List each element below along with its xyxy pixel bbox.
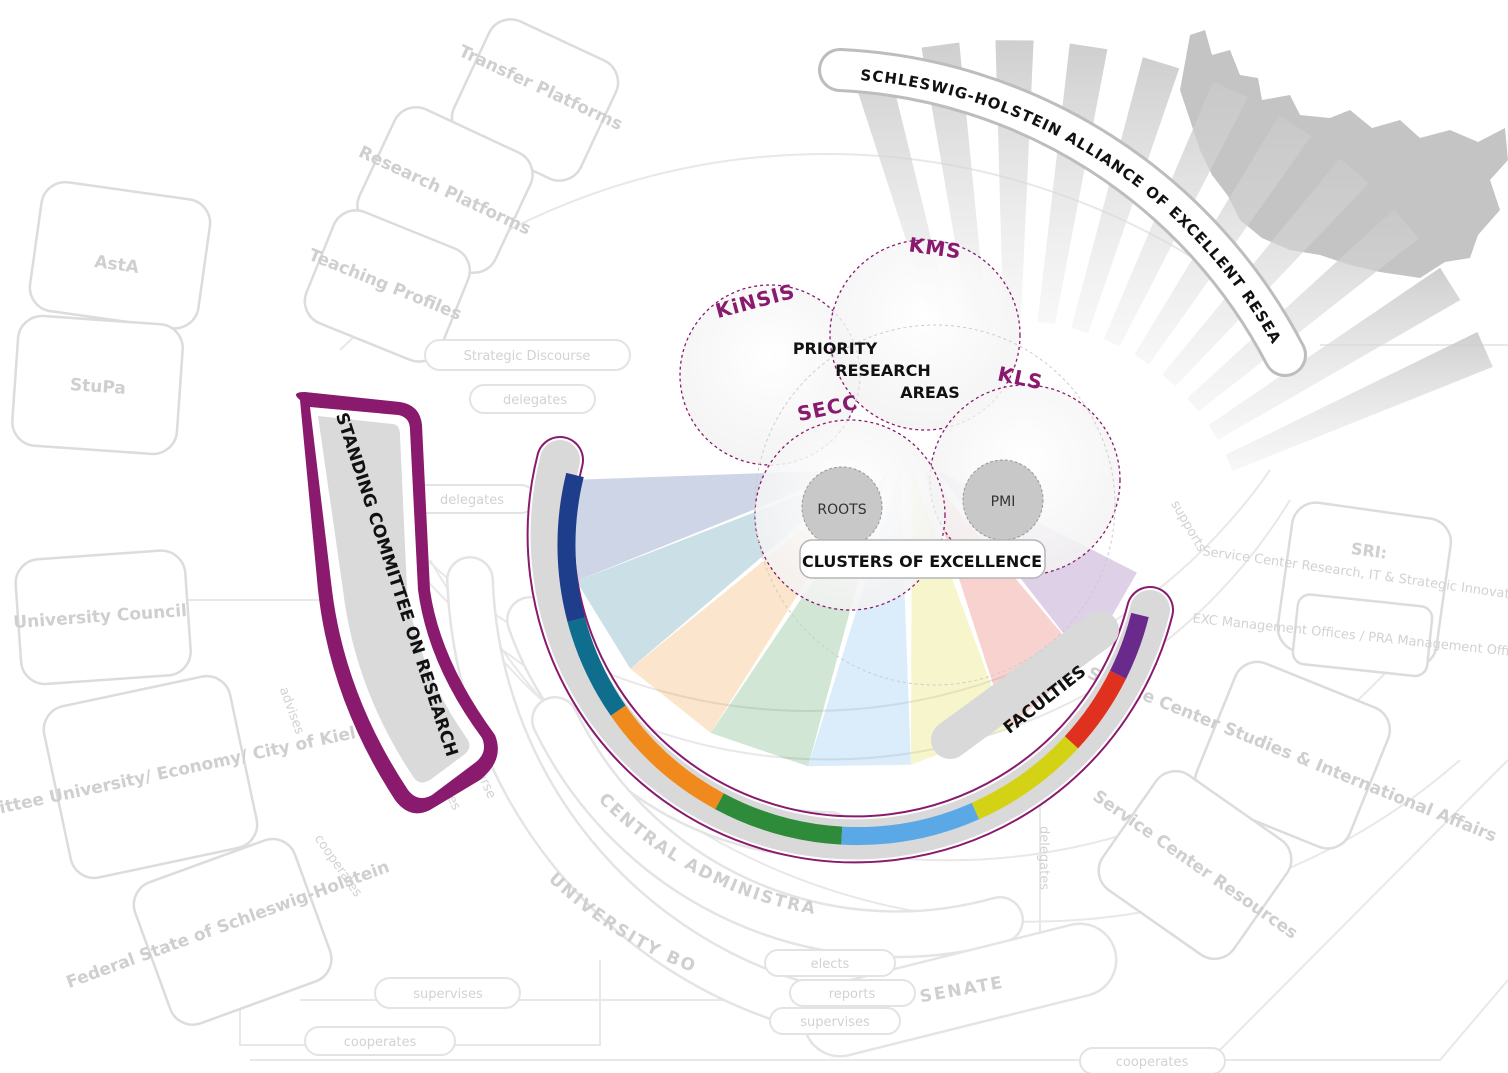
- delegates-mid-label: delegates: [440, 493, 504, 508]
- faculty-color-segments: [557, 472, 1149, 845]
- supervises-bottom-label: supervises: [800, 1015, 870, 1030]
- alliance-ray: [1162, 158, 1369, 387]
- alliance-ray: [1187, 209, 1419, 412]
- schleswig-holstein-map-icon: [1180, 30, 1508, 278]
- clusters-title-box[interactable]: [799, 539, 1046, 579]
- alliance-ray: [1225, 332, 1493, 471]
- cooperates-right-label: cooperates: [1116, 1055, 1189, 1070]
- stupa-label: StuPa: [69, 375, 126, 399]
- reports-label: reports: [829, 987, 876, 1002]
- alliance-ray: [1208, 267, 1461, 440]
- priority-line-1: PRIORITY: [793, 339, 878, 358]
- delegates-vertical-label: delegates: [1036, 826, 1051, 890]
- clusters-of-excellence: ROOTS PMI CLUSTERS OF EXCELLENCE: [799, 459, 1046, 579]
- supports-label: supports: [1167, 498, 1208, 555]
- kms-circle[interactable]: [829, 239, 1021, 431]
- faculty-segment[interactable]: [557, 472, 1149, 845]
- faculties-arc: FACULTIES: [526, 436, 1174, 864]
- teaching-profiles-box[interactable]: Teaching Profiles: [287, 199, 483, 371]
- advises-label: advises: [276, 685, 307, 736]
- alliance-ray: [1037, 43, 1108, 325]
- priority-line-2: RESEARCH: [835, 361, 931, 380]
- supervises-left-label: supervises: [413, 987, 483, 1002]
- right-boxes: SRI: Service Center Research, IT & Strat…: [1085, 501, 1508, 961]
- priority-line-3: AREAS: [900, 383, 960, 402]
- pmi-label: PMI: [991, 494, 1016, 510]
- strategic-discourse-label: Strategic Discourse: [464, 349, 591, 364]
- sri-title: SRI:: [1350, 539, 1388, 563]
- asta-box[interactable]: AstA: [27, 179, 213, 331]
- clusters-title: CLUSTERS OF EXCELLENCE: [802, 552, 1042, 571]
- elects-label: elects: [811, 957, 850, 972]
- faculty-segment[interactable]: [557, 472, 1149, 845]
- delegates-top-label: delegates: [503, 393, 567, 408]
- roots-label: ROOTS: [817, 502, 866, 518]
- university-council-box[interactable]: University Council: [9, 549, 192, 686]
- stupa-box[interactable]: StuPa: [11, 314, 185, 456]
- faculty-segment[interactable]: [557, 472, 1149, 845]
- cooperates-bottom-label: cooperates: [344, 1035, 417, 1050]
